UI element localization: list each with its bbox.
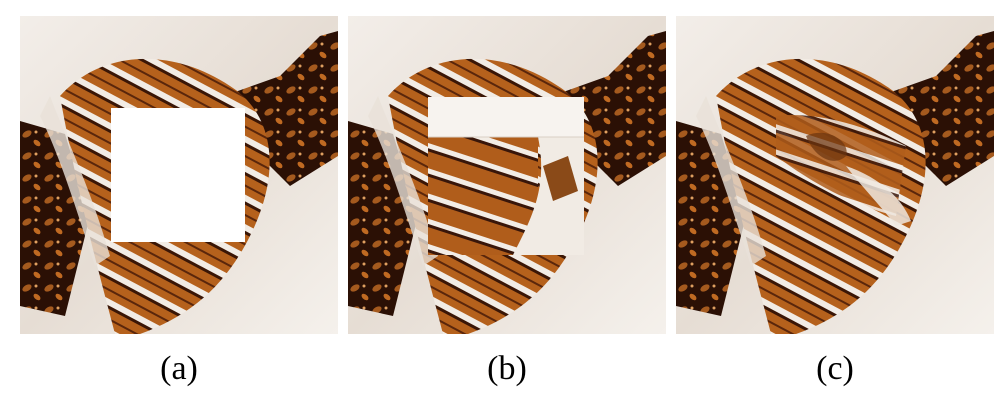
mask-region [111, 108, 245, 242]
panel-a-image [20, 16, 338, 334]
caption-a: (a) [160, 350, 198, 387]
caption-b: (b) [487, 350, 527, 387]
caption-c: (c) [816, 350, 854, 387]
panel-b-image [348, 16, 666, 334]
panel-c-image [676, 16, 994, 334]
